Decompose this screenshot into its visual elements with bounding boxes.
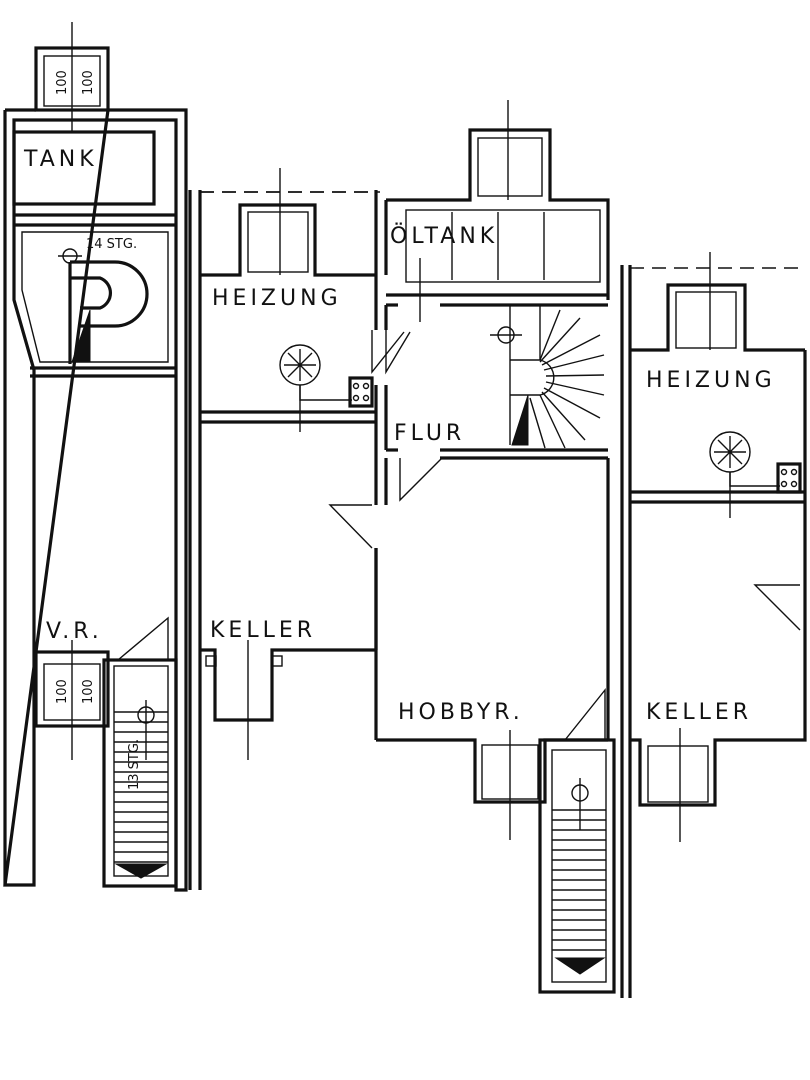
label-tank: TANK	[23, 147, 98, 172]
right-unit	[630, 252, 807, 842]
room-labels: TANK 14 STG. HEIZUNG ÖLTANK FLUR HEIZUNG…	[23, 70, 776, 790]
label-hobbyr: HOBBYR.	[398, 700, 524, 725]
label-keller-right: KELLER	[646, 700, 752, 725]
stair-arrow-middle	[511, 394, 529, 446]
label-oeltank: ÖLTANK	[390, 223, 498, 249]
stair-treads-middle	[552, 809, 606, 951]
left-outer-wall	[3, 108, 188, 892]
dim-top-b: 100	[81, 70, 96, 95]
label-heizung-right: HEIZUNG	[646, 368, 776, 393]
label-stairs-13: 13 STG.	[127, 739, 142, 790]
label-heizung-left: HEIZUNG	[212, 286, 342, 311]
dim-top-a: 100	[55, 70, 70, 95]
dim-vr-a: 100	[55, 679, 70, 704]
label-vr: V.R.	[46, 619, 103, 644]
middle-left-unit	[188, 168, 405, 890]
label-flur: FLUR	[394, 421, 465, 446]
heater-unit-left	[348, 376, 374, 408]
spiral-stair-middle	[509, 305, 605, 449]
heater-unit-right	[776, 462, 802, 494]
tank-box	[12, 130, 156, 206]
lower-stair-middle	[538, 738, 616, 994]
middle-unit	[200, 100, 632, 998]
label-stairs-14: 14 STG.	[86, 237, 137, 252]
dim-vr-b: 100	[81, 679, 96, 704]
stair-arrow-middle-bottom	[554, 957, 606, 975]
stair-arrow-top	[71, 309, 91, 363]
stair-arrow-left-bottom	[114, 863, 168, 879]
label-keller-left: KELLER	[210, 618, 316, 643]
left-strip	[3, 22, 188, 892]
oeltank-box	[405, 209, 601, 283]
